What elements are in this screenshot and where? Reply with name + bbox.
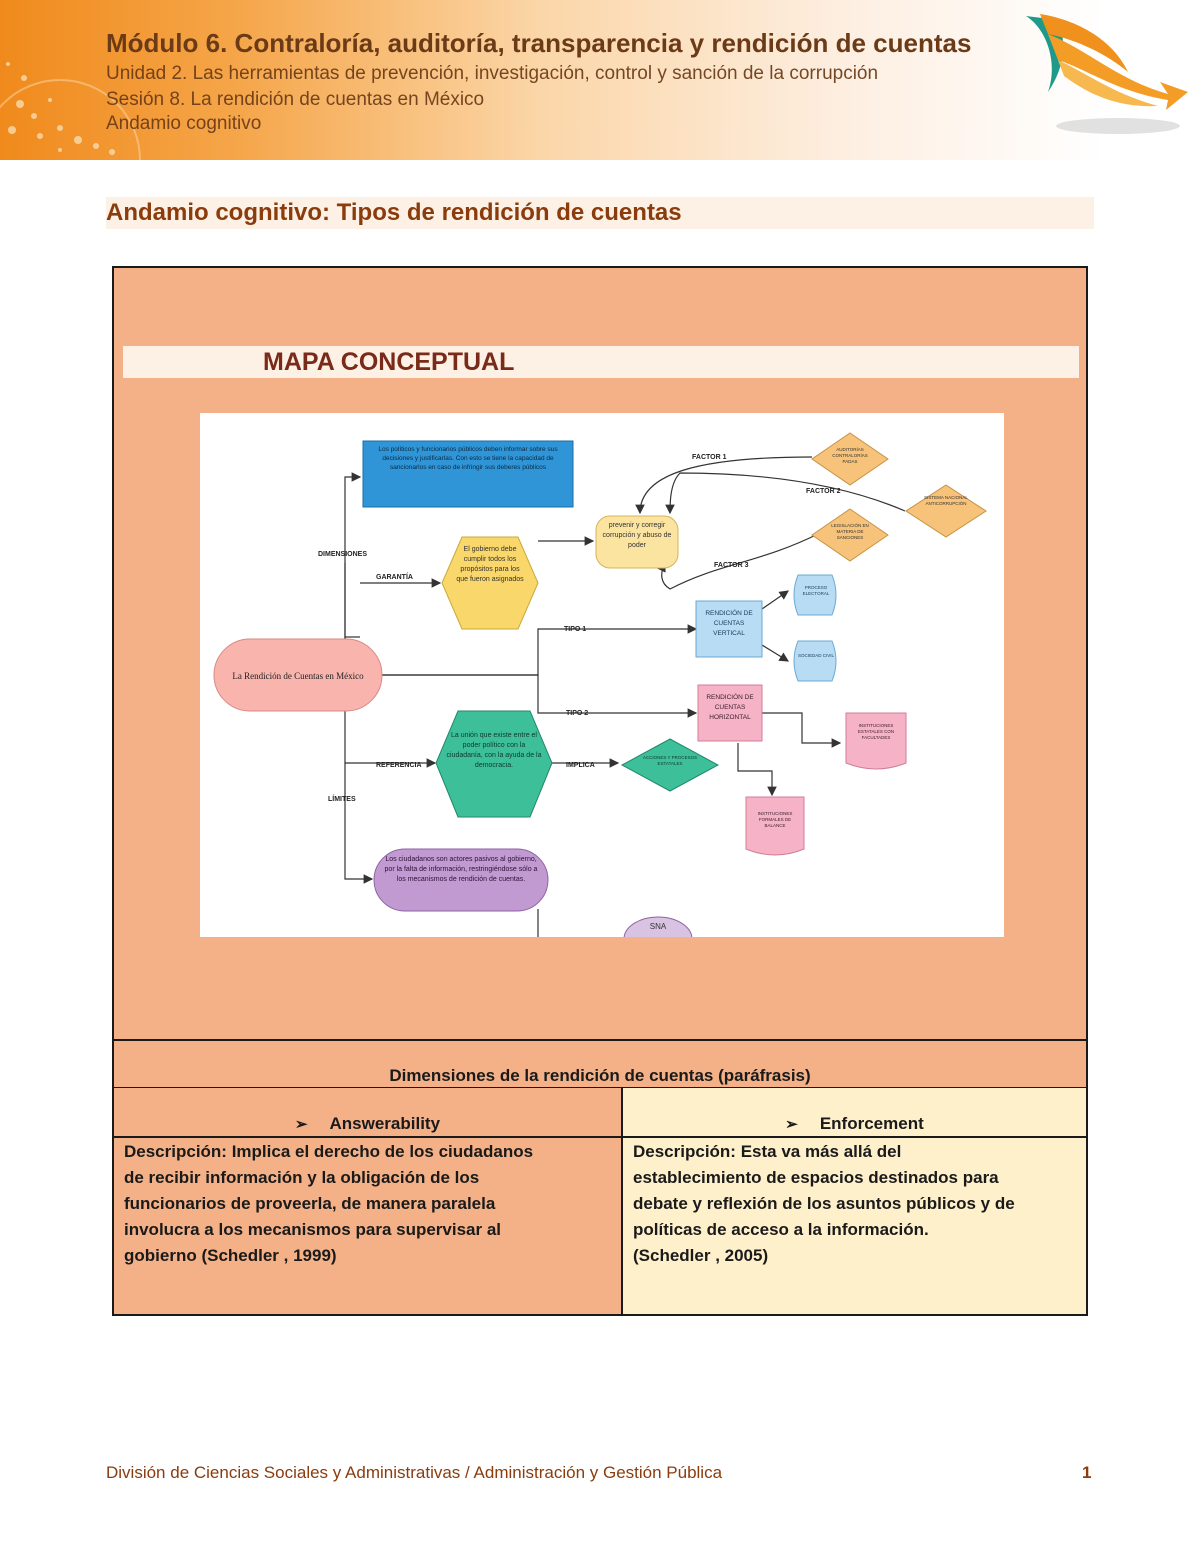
node-garantia [441, 536, 539, 630]
node-blue-box-label: Los políticos y funcionarios públicos de… [378, 446, 558, 471]
edge-label-implica: IMPLICA [566, 762, 595, 769]
node-vertical-b [793, 640, 837, 682]
node-limites-label: Los ciudadanos son actores pasivos al go… [384, 856, 538, 883]
edge-label-factor1: FACTOR 1 [692, 454, 727, 461]
enforcement-cell: ➢ Enforcement Descripción: Esta va más al… [621, 1088, 1088, 1314]
node-center-label: La Rendición de Cuentas en México [232, 671, 364, 681]
node-vertical-label: RENDICIÓN DE CUENTAS VERTICAL [705, 610, 753, 637]
node-factor2-label: SISTEMA NACIONAL ANTICORRUPCIÓN [924, 495, 968, 506]
header-banner: Módulo 6. Contraloría, auditoría, transp… [0, 0, 1200, 160]
arrow-bullet-icon: ➢ [294, 1116, 308, 1133]
node-vertical-b-label: SOCIEDAD CIVIL [797, 653, 834, 658]
edge-label-referencia: REFERENCIA [376, 762, 422, 769]
node-factor2 [905, 484, 987, 538]
edge-label-factor2: FACTOR 2 [806, 488, 841, 495]
node-factor1 [811, 432, 889, 486]
table-divider [114, 1136, 621, 1138]
edge-label-factor3: FACTOR 3 [714, 562, 749, 569]
node-implica-label: ACCIONES Y PROCESOS ESTATALES [642, 755, 698, 766]
node-referencia [435, 710, 553, 818]
map-title: MAPA CONCEPTUAL [263, 348, 515, 376]
node-garantia-label: El gobierno debe cumplir todos los propó… [456, 546, 524, 583]
footer-text: División de Ciencias Sociales y Administ… [106, 1463, 723, 1482]
institution-logo [1026, 14, 1188, 134]
page-number: 1 [1082, 1463, 1092, 1482]
answerability-cell: ➢ Answerability Descripción: Implica el d… [114, 1088, 621, 1314]
node-vertical [695, 600, 763, 658]
node-prevenir [595, 515, 679, 569]
document-type: Andamio cognitivo [106, 113, 262, 134]
node-factor1-label: AUDITORÍAS CONTRALORÍAS PADAS [832, 447, 868, 464]
node-vertical-a-label: PROCESO ELECTORAL [802, 585, 830, 596]
session-subtitle: Sesión 8. La rendición de cuentas en Méx… [106, 89, 485, 110]
unit-subtitle: Unidad 2. Las herramientas de prevención… [106, 63, 879, 84]
node-vertical-a [793, 574, 837, 616]
node-bottom-label: SNA [650, 922, 667, 931]
section-title: Andamio cognitivo: Tipos de rendición de… [106, 197, 1094, 229]
edge-label-garantia: GARANTÍA [376, 572, 413, 581]
node-factor3 [811, 508, 889, 562]
node-horizontal [697, 684, 763, 742]
node-center [213, 638, 383, 712]
node-horizontal-b [745, 796, 805, 856]
enforcement-heading: ➢ Enforcement [623, 1114, 1086, 1134]
edge-label-tipo2: TIPO 2 [566, 710, 588, 717]
node-bottom [623, 916, 693, 937]
node-implica [620, 738, 720, 792]
node-referencia-label: La unión que existe entre el poder polít… [446, 732, 542, 769]
answerability-label: Answerability [329, 1114, 441, 1133]
module-title: Módulo 6. Contraloría, auditoría, transp… [106, 28, 972, 58]
concept-map-diagram: DIMENSIONES GARANTÍA REFERENCIA LÍMITES … [200, 413, 1004, 937]
map-title-bar: MAPA CONCEPTUAL [123, 346, 1079, 378]
table-divider [114, 1039, 1086, 1041]
node-limites [373, 848, 549, 912]
node-horizontal-b-label: INSTITUCIONES FORMALES DE BALANCE [757, 811, 793, 828]
enforcement-description: Descripción: Esta va más allá del establ… [633, 1142, 1015, 1265]
node-horizontal-a [845, 712, 907, 770]
node-horizontal-label: RENDICIÓN DE CUENTAS HORIZONTAL [706, 694, 754, 721]
concept-map-table: MAPA CONCEPTUAL [112, 266, 1088, 1316]
edge-label-dimensiones: DIMENSIONES [318, 551, 367, 558]
answerability-heading: ➢ Answerability [114, 1114, 621, 1134]
arrow-bullet-icon: ➢ [785, 1116, 798, 1133]
dimensions-title: Dimensiones de la rendición de cuentas (… [389, 1066, 811, 1085]
node-factor3-label: LEGISLACIÓN EN MATERIA DE SANCIONES [831, 523, 869, 540]
answerability-description: Descripción: Implica el derecho de los c… [124, 1142, 534, 1265]
edge-label-tipo1: TIPO 1 [564, 626, 586, 633]
node-prevenir-label: prevenir y corregir corrupción y abuso d… [602, 522, 672, 549]
decorative-dots [0, 62, 141, 160]
node-horizontal-a-label: INSTITUCIONES ESTATALES CON FACULTADES [857, 723, 895, 740]
node-blue-box [362, 440, 574, 508]
table-divider [623, 1136, 1088, 1138]
enforcement-label: Enforcement [819, 1114, 924, 1133]
concept-map-cell: MAPA CONCEPTUAL [114, 268, 1086, 1039]
edge-label-limites: LÍMITES [328, 794, 356, 803]
